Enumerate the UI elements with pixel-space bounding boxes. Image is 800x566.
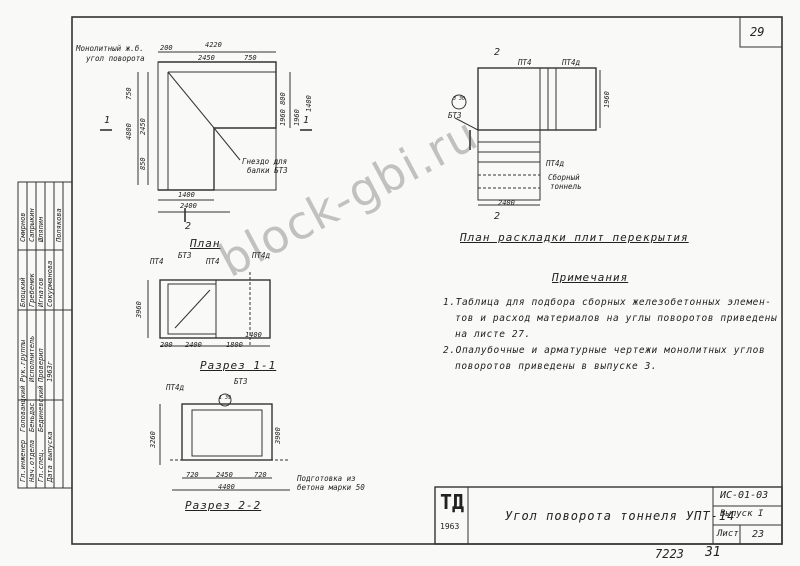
section-mark-2a: 2: [185, 221, 192, 232]
title-year: 1963: [440, 522, 460, 531]
title-sheet-number: 23: [752, 529, 765, 540]
monolith-label-2: угол поворота: [86, 54, 145, 63]
sec11-label-prep-2: бетона марки 50: [297, 483, 365, 492]
notes-line-2: тов и расход материалов на углы поворото…: [455, 313, 778, 324]
dim-side-750: 750: [125, 87, 133, 100]
stamp-page: 31: [705, 545, 721, 560]
layout-plan-title: План раскладки плит перекрытия: [460, 231, 689, 244]
sig-name-0: Голованцкий: [19, 385, 27, 432]
layout-dim-2400: 2400: [498, 199, 515, 207]
socket-label-2: балки БТ3: [247, 166, 288, 175]
layout-label-pt4d-top: ПТ4д: [562, 58, 581, 67]
title-issue: Выпуск I: [720, 509, 764, 519]
dim-side-1960-800: 1960 800: [279, 92, 287, 126]
sig-name-3: Блоцкий: [19, 277, 27, 307]
dim-bottom-1400: 1400: [178, 191, 195, 199]
section22-title: Разрез 2-2: [185, 499, 262, 512]
sec11-dim-2450: 2450: [216, 471, 233, 479]
sig-name-5: Игнатов: [37, 277, 45, 307]
layout-label-pt4d: ПТ4д: [546, 159, 565, 168]
layout-ref-circle: 3 30: [453, 96, 466, 102]
title-block-frame: [434, 486, 783, 545]
plan-drawing: [147, 272, 271, 347]
notes-line-3: на листе 27.: [455, 329, 531, 340]
sec11-dim-720b: 720: [254, 471, 267, 479]
sec11-dim-4400: 4400: [218, 483, 235, 491]
notes-line-4: 2.Опалубочные и арматурные чертежи монол…: [443, 345, 766, 356]
sec11-dim-3900: 3900: [274, 427, 282, 444]
dim-top-4220: 4220: [205, 41, 222, 49]
section-mark-1a: 1: [104, 115, 111, 126]
sig-role-3: Рук.группы: [19, 339, 27, 382]
dim-side-1960: 1960: [293, 109, 301, 126]
sec11-label-prep-1: Подготовка из: [297, 474, 356, 483]
layout-dim-1960: 1960: [603, 91, 611, 108]
sec11-ref-circle: 1 39: [219, 395, 232, 401]
sheet-number-box: [739, 16, 783, 48]
plan-dim-200: 200: [160, 341, 173, 349]
sig-name-6: Сокурманова: [46, 260, 54, 307]
socket-label-1: Гнездо для: [242, 157, 288, 166]
layout-label-assembled-2: тоннель: [550, 182, 582, 191]
dim-top-200: 200: [160, 44, 173, 52]
dim-side-2450: 2450: [139, 118, 147, 135]
dim-side-1400: 1400: [305, 95, 313, 112]
plan-dim-1400: 1400: [245, 331, 262, 339]
signature-columns: Гл.инженер Нач.отдела Гл.спец. Рук.групп…: [18, 182, 66, 488]
notes-line-5: поворотов приведены в выпуске 3.: [455, 361, 658, 372]
sec11-dim-3260: 3260: [149, 431, 157, 448]
sig-extra-4: Полякова: [55, 208, 63, 242]
layout-label-pt4: ПТ4: [518, 58, 532, 67]
section11-drawing: [159, 393, 290, 491]
monolith-label-1: Монолитный ж.б.: [76, 44, 144, 53]
sheet-number: 29: [750, 25, 765, 39]
stamp-number: 7223: [655, 547, 684, 561]
sig-name-2: Бединевский: [37, 385, 45, 432]
dim-side-850: 850: [139, 157, 147, 170]
layout-label-assembled-1: Сборный: [548, 173, 580, 182]
title-code: ИС-01-03: [720, 490, 769, 501]
sig-role-1: Нач.отдела: [28, 439, 36, 482]
top-plan-drawing: [100, 51, 312, 222]
title-sheet-label: Лист: [717, 529, 739, 539]
plan-dim-1800: 1800: [226, 341, 243, 349]
dim-bottom-2400: 2400: [180, 202, 197, 210]
title-logo: ТД: [440, 490, 465, 514]
sig-role-5: Проверил: [37, 348, 45, 382]
layout-label-bt3: БТ3: [448, 111, 462, 120]
sig-extra-2: Шляпин: [37, 216, 45, 242]
plan-title: План: [190, 237, 221, 250]
sig-role-2: Гл.спец.: [37, 448, 45, 482]
dim-side-4800: 4800: [125, 123, 133, 140]
plan-label-pt4: ПТ4: [206, 257, 220, 266]
section-mark-1b: 1: [303, 115, 310, 126]
layout-section-mark-top: 2: [494, 47, 501, 58]
sig-role-4: Исполнитель: [28, 335, 36, 382]
sig-extra-1: Сапрыкин: [28, 208, 36, 242]
dim-top-2450: 2450: [198, 54, 215, 62]
sig-extra-0: Смирнов: [19, 212, 27, 242]
plan-label-pt4-left: ПТ4: [150, 257, 164, 266]
notes-title: Примечания: [552, 271, 629, 284]
sec11-label-bt3: БТ3: [234, 377, 248, 386]
plan-label-pt4d: ПТ4д: [252, 251, 271, 260]
sig-role-0: Гл.инженер: [19, 439, 27, 482]
sec11-label-pt4d: ПТ4д: [166, 383, 185, 392]
plan-dim-3960: 3960: [135, 301, 143, 318]
sig-extra-3: 1963г: [46, 360, 54, 382]
dim-top-750: 750: [244, 54, 257, 62]
sig-name-1: Беньдас: [28, 402, 36, 432]
sec11-dim-720a: 720: [186, 471, 199, 479]
layout-section-mark-bottom: 2: [494, 211, 501, 222]
plan-label-bt3: БТ3: [178, 251, 192, 260]
section11-title: Разрез 1-1: [200, 359, 277, 372]
notes-line-1: 1.Таблица для подбора сборных железобето…: [443, 297, 772, 308]
plan-dim-2400: 2400: [185, 341, 202, 349]
title-text: Угол поворота тоннеля УПТ-14: [505, 509, 736, 523]
sig-role-6: Дата выпуска: [46, 431, 54, 482]
sig-name-4: Гребенюк: [28, 273, 36, 307]
layout-plan-drawing: [451, 67, 601, 206]
